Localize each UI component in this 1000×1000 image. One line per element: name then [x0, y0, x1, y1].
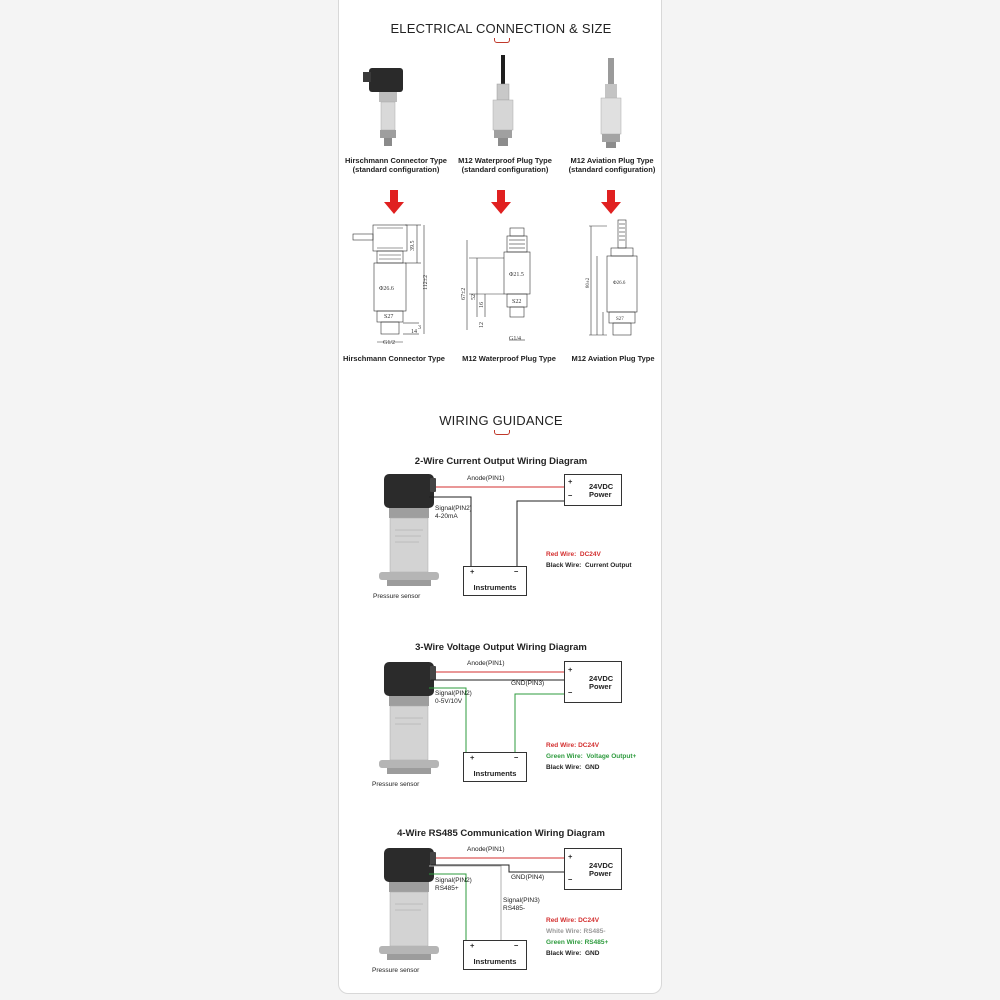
label-anode: Anode(PIN1) — [467, 846, 505, 853]
label-signal: Signal(PIN2) 0-5V/10V — [435, 690, 472, 705]
product-photos — [363, 55, 622, 148]
instruments-box: + − Instruments — [463, 566, 527, 596]
photo-caption-m12-waterproof: M12 Waterproof Plug Type(standard config… — [458, 156, 552, 174]
label-anode: Anode(PIN1) — [467, 660, 505, 667]
power-box: + − 24VDC Power — [564, 848, 622, 890]
section-title-electrical: ELECTRICAL CONNECTION & SIZE — [390, 21, 612, 36]
instruments-box: + − Instruments — [463, 940, 527, 970]
photo-caption-hirschmann: Hirschmann Connector Type(standard confi… — [345, 156, 447, 174]
power-box: + − 24VDC Power — [564, 661, 622, 703]
svg-text:39.5: 39.5 — [410, 241, 416, 252]
svg-text:G1/4: G1/4 — [509, 336, 521, 342]
m12-waterproof-photo — [492, 55, 514, 146]
title-underline — [494, 38, 510, 43]
svg-text:S27: S27 — [384, 314, 393, 320]
instruments-label: Instruments — [473, 957, 517, 966]
down-arrows — [384, 190, 621, 214]
technical-drawings: 39.5 112±2 Φ26.6 S27 G1/2 14 3 Φ21.5 67±… — [352, 219, 638, 346]
svg-text:Φ21.5: Φ21.5 — [509, 272, 524, 278]
wire-legend: Red Wire: DC24V Black Wire: Current Outp… — [546, 551, 632, 569]
label-signal: Signal(PIN2) RS485+ — [435, 877, 472, 892]
label-signal: Signal(PIN2) 4-20mA — [435, 505, 472, 520]
instruments-label: Instruments — [473, 769, 517, 778]
svg-text:S27: S27 — [616, 317, 624, 322]
svg-text:G1/2: G1/2 — [383, 340, 395, 346]
instruments-label: Instruments — [473, 583, 517, 592]
hirschmann-photo — [363, 68, 403, 146]
power-label: 24VDC Power — [589, 674, 614, 691]
sensor-caption: Pressure sensor — [372, 781, 420, 788]
drawing-caption-hirschmann: Hirschmann Connector Type — [343, 354, 445, 363]
svg-text:12: 12 — [479, 322, 485, 328]
svg-text:52: 52 — [471, 294, 477, 300]
svg-text:Φ26.6: Φ26.6 — [613, 281, 626, 286]
wire-legend: Red Wire: DC24V White Wire: RS485- Green… — [546, 917, 609, 957]
power-box: + − 24VDC Power — [564, 474, 622, 506]
svg-text:112±2: 112±2 — [423, 275, 429, 290]
power-label: 24VDC Power — [589, 482, 614, 499]
drawing-m12-aviation — [589, 219, 638, 336]
label-gnd: GND(PIN4) — [511, 874, 545, 881]
label-anode: Anode(PIN1) — [467, 475, 505, 482]
svg-text:14: 14 — [411, 329, 417, 335]
m12-aviation-photo — [600, 58, 622, 148]
drawing-m12-waterproof — [466, 227, 531, 341]
section-title-wiring: WIRING GUIDANCE — [439, 413, 563, 428]
wire-legend: Red Wire: DC24V Green Wire: Voltage Outp… — [546, 742, 637, 771]
svg-text:16: 16 — [479, 302, 485, 308]
svg-text:67±2: 67±2 — [461, 288, 467, 300]
wiring-diagram-4wire — [379, 848, 564, 960]
photo-caption-m12-aviation: M12 Aviation Plug Type(standard configur… — [568, 156, 656, 174]
diagram-title-2wire: 2-Wire Current Output Wiring Diagram — [414, 456, 588, 467]
svg-text:3: 3 — [418, 325, 421, 331]
pressure-sensor-icon — [379, 662, 439, 774]
title-underline — [494, 430, 510, 435]
pressure-sensor-icon — [379, 474, 439, 586]
power-label: 24VDC Power — [589, 861, 614, 878]
svg-text:80±2: 80±2 — [586, 277, 591, 288]
diagram-title-3wire: 3-Wire Voltage Output Wiring Diagram — [415, 642, 587, 653]
drawing-caption-m12-waterproof: M12 Waterproof Plug Type — [462, 354, 556, 363]
wiring-diagram-2wire — [379, 474, 564, 586]
svg-text:Φ26.6: Φ26.6 — [379, 286, 394, 292]
product-detail-card: ELECTRICAL CONNECTION & SIZE — [338, 0, 662, 994]
wiring-diagram-3wire — [379, 662, 564, 774]
down-arrow-icon — [384, 190, 621, 214]
pressure-sensor-icon — [379, 848, 439, 960]
sensor-caption: Pressure sensor — [372, 967, 420, 974]
diagram-title-4wire: 4-Wire RS485 Communication Wiring Diagra… — [397, 828, 605, 839]
sensor-caption: Pressure sensor — [373, 593, 421, 600]
label-gnd: GND(PIN3) — [511, 680, 545, 687]
drawing-caption-m12-aviation: M12 Aviation Plug Type — [571, 354, 655, 363]
instruments-box: + − Instruments — [463, 752, 527, 782]
label-signal2: Signal(PIN3) RS485- — [503, 897, 540, 912]
svg-text:S22: S22 — [512, 299, 521, 305]
drawing-hirschmann — [352, 224, 425, 343]
